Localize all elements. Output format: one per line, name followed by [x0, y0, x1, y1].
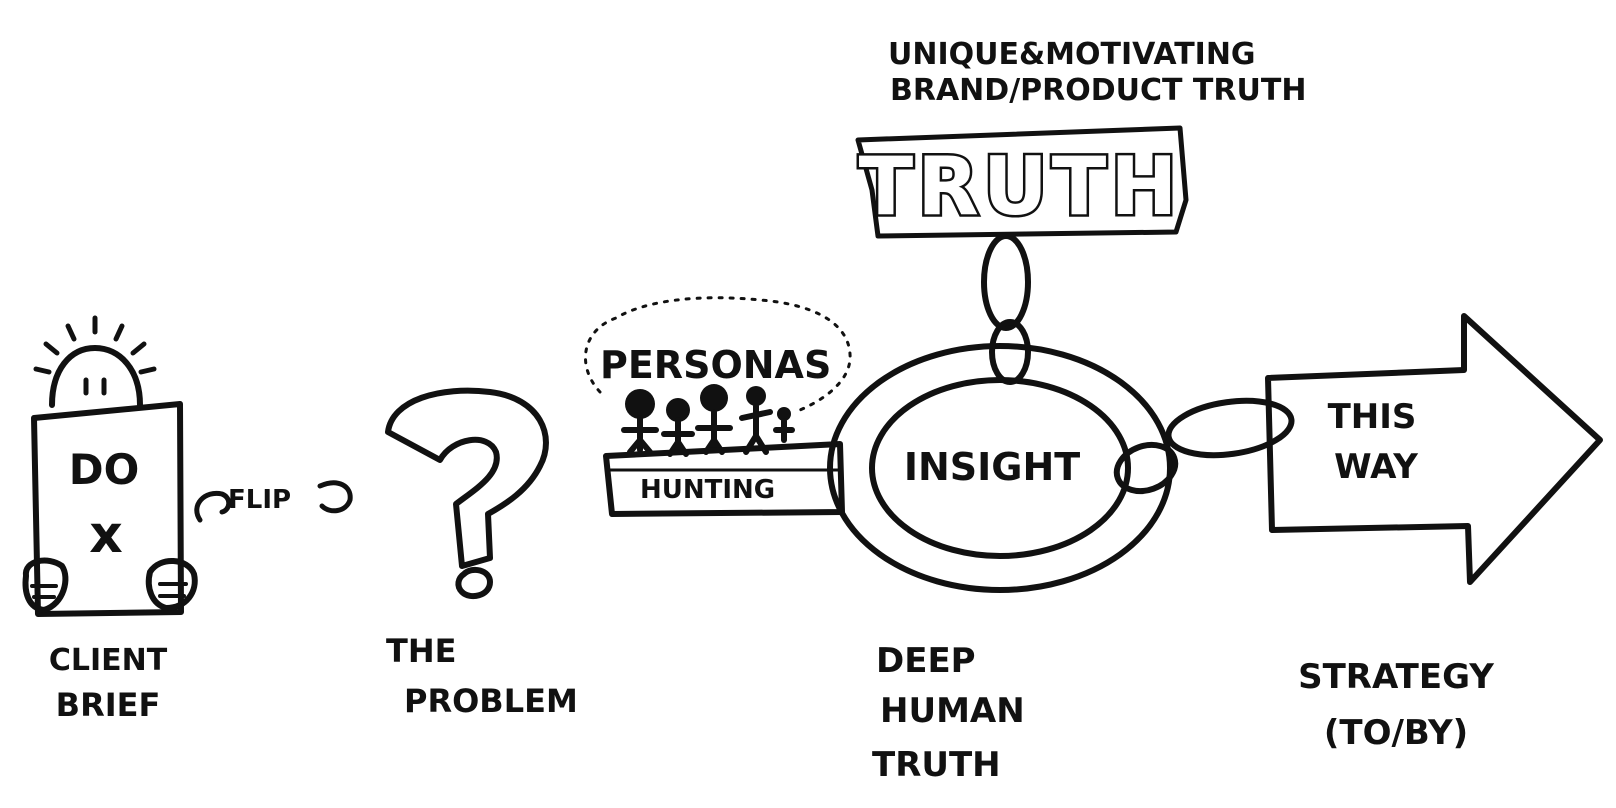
- deep-truth-label-line3: TRUTH: [872, 745, 1001, 785]
- truth-caption-line1: UNIQUE&MOTIVATING: [888, 37, 1256, 72]
- personas-thought-cloud: [584, 296, 852, 412]
- persona-figures: [621, 384, 795, 457]
- arrow-label-line2: WAY: [1334, 447, 1418, 487]
- persona-figure: [739, 386, 773, 455]
- magnifier-outer-ring: [827, 343, 1173, 593]
- persona-figure: [621, 389, 659, 455]
- flip-label: FLIP: [228, 485, 291, 515]
- client-head: [49, 345, 143, 408]
- brief-document-line1: DO: [69, 445, 140, 494]
- arrow-chain: [1113, 397, 1295, 495]
- deep-truth-label-line2: HUMAN: [880, 691, 1025, 731]
- strategy-arrow: [1265, 313, 1603, 585]
- truth-caption-line2: BRAND/PRODUCT TRUTH: [890, 73, 1306, 108]
- client-brief-figure: [22, 315, 198, 617]
- persona-figure: [773, 407, 795, 443]
- brief-document: [31, 401, 184, 617]
- personas-label: PERSONAS: [600, 343, 831, 387]
- flip-swirl: [194, 480, 353, 523]
- persona-figure: [661, 398, 695, 457]
- brief-document-line2: x: [89, 505, 123, 565]
- persona-figure: [695, 384, 733, 455]
- truth-caption: UNIQUE&MOTIVATING BRAND/PRODUCT TRUTH: [888, 37, 1306, 108]
- client-brief-label-line2: BRIEF: [56, 686, 161, 724]
- problem-label-line2: PROBLEM: [404, 682, 578, 720]
- truth-chain: [981, 233, 1031, 385]
- strategy-label-line1: STRATEGY: [1298, 657, 1494, 697]
- insight-label: INSIGHT: [904, 445, 1080, 489]
- deep-truth-label-line1: DEEP: [876, 641, 976, 681]
- strategy-label-line2: (TO/BY): [1324, 713, 1468, 753]
- arrow-label-line1: THIS: [1328, 397, 1417, 437]
- question-mark-icon: [385, 387, 549, 600]
- idea-rays: [33, 315, 157, 375]
- hunting-label: HUNTING: [640, 475, 775, 505]
- client-hand-left: [22, 557, 69, 613]
- truth-sign-text: TRUTH: [859, 140, 1182, 233]
- client-brief-label-line1: CLIENT: [49, 643, 168, 678]
- truth-sign-plate: [855, 125, 1189, 239]
- problem-label-line1: THE: [386, 632, 456, 670]
- client-hand-right: [145, 557, 198, 611]
